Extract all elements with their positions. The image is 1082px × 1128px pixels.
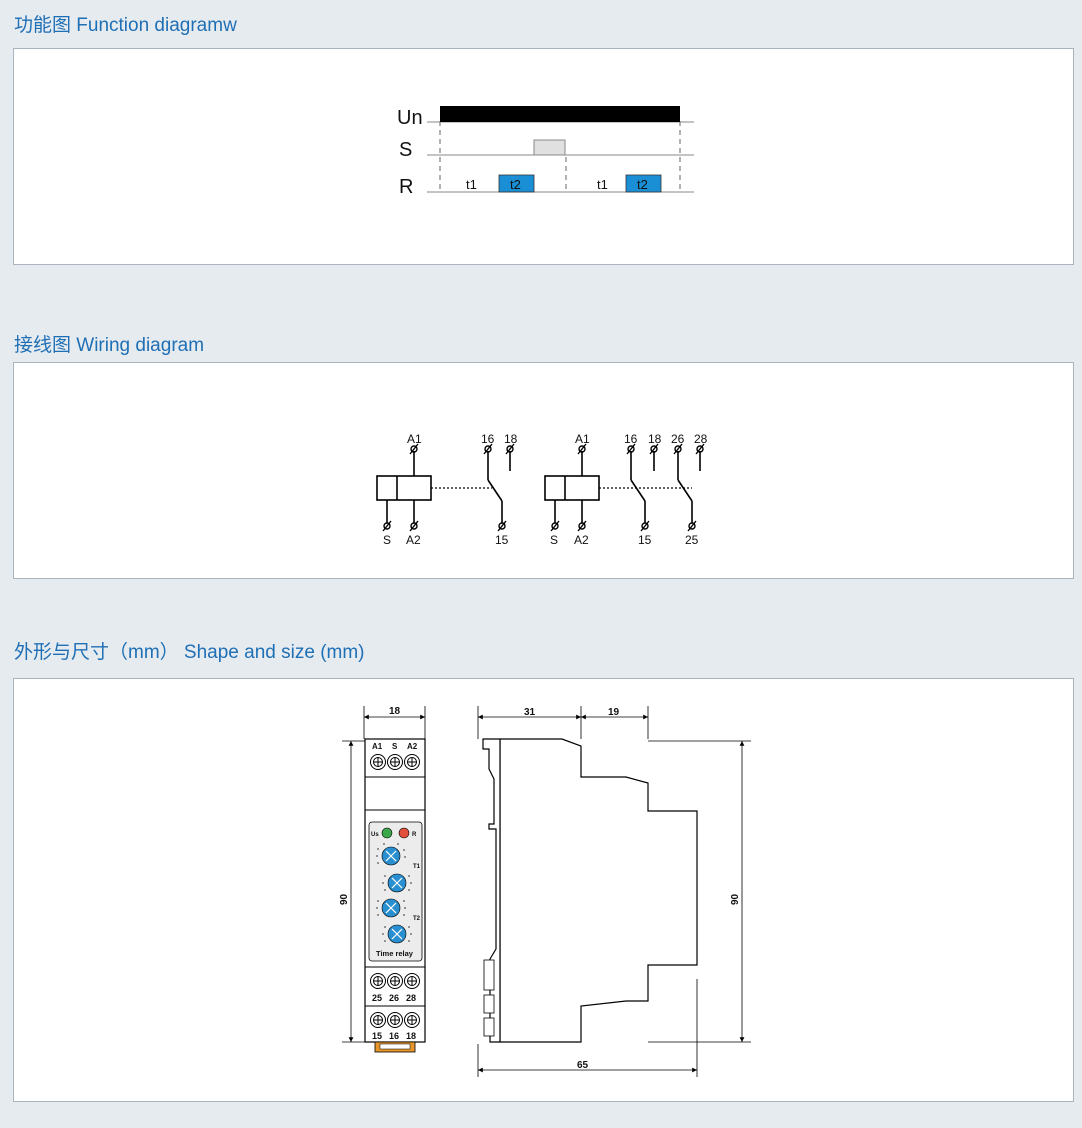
- label-25: 25: [685, 533, 699, 547]
- coil-right: [544, 475, 600, 501]
- label-18: 18: [648, 432, 662, 446]
- section-title-shape: 外形与尺寸（mm） Shape and size (mm): [14, 642, 365, 663]
- wiring-diagram-panel: A1 16 18 S A2 15 A1 16 18 26 28 S A2 15 …: [13, 362, 1074, 579]
- led-label-r: R: [412, 832, 417, 838]
- shape-size-panel: 18 90 A1 S A2: [13, 678, 1074, 1102]
- led-red: [398, 827, 410, 839]
- label-18: 18: [504, 432, 518, 446]
- interval-t2: t2: [510, 177, 521, 192]
- function-diagram: Un S R t1 t2 t1 t2: [397, 106, 694, 198]
- term-a1: A1: [372, 742, 383, 751]
- label-16: 16: [624, 432, 638, 446]
- term-18: 18: [406, 1031, 416, 1041]
- interval-t1: t1: [466, 177, 477, 192]
- r-pulse-2: [625, 174, 662, 193]
- label-a2: A2: [406, 533, 421, 547]
- interval-t2: t2: [637, 177, 648, 192]
- knob-label-t1: T1: [413, 864, 421, 870]
- product-label: Time relay: [376, 949, 414, 958]
- s-pulse: [533, 139, 566, 156]
- label-s: S: [550, 533, 558, 547]
- side-view: 31 19 90 65: [477, 706, 751, 1077]
- function-diagram-panel: Un S R t1 t2 t1 t2: [13, 48, 1074, 265]
- label-15: 15: [495, 533, 509, 547]
- front-view: 18 90 A1 S A2: [339, 706, 426, 1053]
- section-title-wiring: 接线图 Wiring diagram: [14, 335, 205, 356]
- interval-t1: t1: [597, 177, 608, 192]
- dim-depth2: 19: [608, 707, 620, 718]
- label-15: 15: [638, 533, 652, 547]
- term-a2: A2: [407, 742, 418, 751]
- label-26: 26: [671, 432, 685, 446]
- dim-width: 18: [389, 706, 401, 717]
- row-label-r: R: [399, 176, 413, 198]
- dim-height: 90: [339, 893, 350, 905]
- term-16: 16: [389, 1031, 399, 1041]
- section-title-function: 功能图 Function diagramw: [14, 15, 237, 36]
- dim-depth1: 31: [524, 707, 536, 718]
- r-pulse-1: [498, 174, 535, 193]
- label-a1: A1: [407, 432, 422, 446]
- coil-left: [376, 475, 432, 501]
- label-s: S: [383, 533, 391, 547]
- led-label-us: Us: [371, 832, 379, 838]
- row-label-un: Un: [397, 107, 423, 129]
- row-label-s: S: [399, 139, 412, 161]
- label-28: 28: [694, 432, 708, 446]
- led-green: [381, 827, 393, 839]
- term-26: 26: [389, 993, 399, 1003]
- un-pulse: [440, 106, 680, 122]
- label-16: 16: [481, 432, 495, 446]
- dim-total: 65: [577, 1060, 589, 1071]
- dim-height: 90: [730, 893, 741, 905]
- term-s: S: [392, 742, 398, 751]
- label-a1: A1: [575, 432, 590, 446]
- label-a2: A2: [574, 533, 589, 547]
- shape-size-drawing: 18 90 A1 S A2: [339, 706, 751, 1077]
- term-15: 15: [372, 1031, 382, 1041]
- term-28: 28: [406, 993, 416, 1003]
- wiring-diagram: A1 16 18 S A2 15 A1 16 18 26 28 S A2 15 …: [376, 432, 708, 547]
- knob-label-t2: T2: [413, 916, 421, 922]
- term-25: 25: [372, 993, 382, 1003]
